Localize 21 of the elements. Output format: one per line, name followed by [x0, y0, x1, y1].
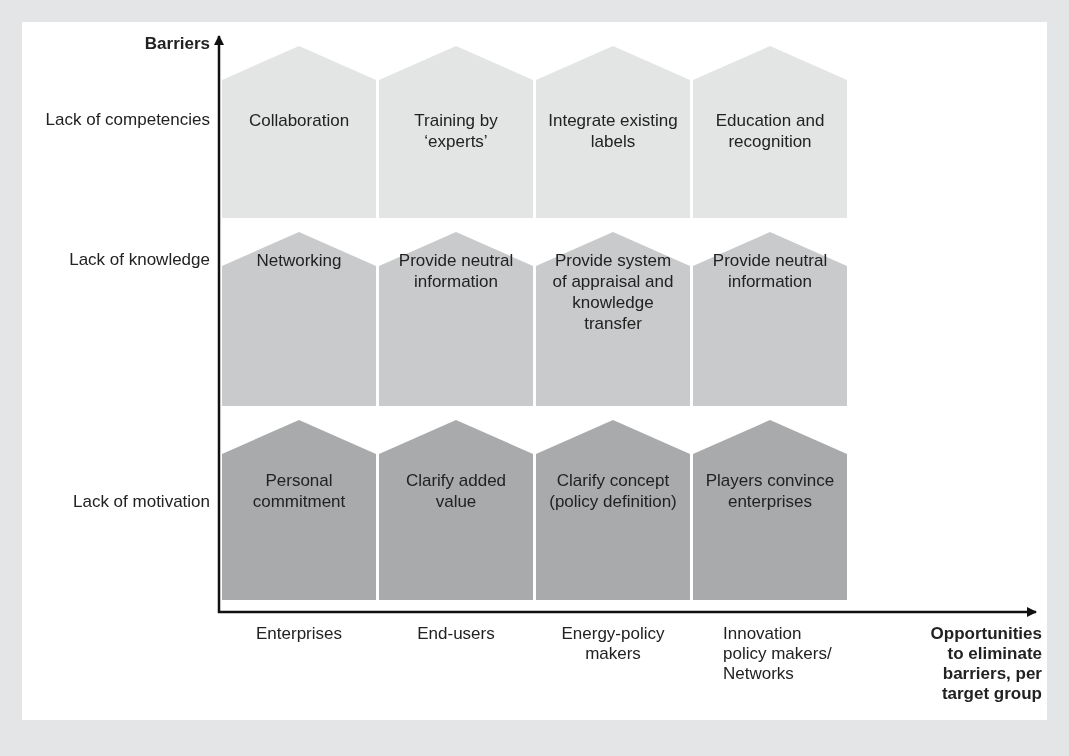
- column-label: End-users: [416, 624, 496, 644]
- box-text: Integrate existing labels: [547, 110, 679, 152]
- box-text: Clarify concept (policy definition): [548, 470, 678, 512]
- axis-title: Barriers: [143, 34, 210, 54]
- column-label: Energy-policy makers: [560, 624, 666, 664]
- column-label: Enterprises: [255, 624, 343, 644]
- axis-title: Opportunities to eliminate barriers, per target group: [929, 624, 1042, 704]
- box-text: Players convince enterprises: [704, 470, 836, 512]
- box-text: Clarify added value: [404, 470, 508, 512]
- row-label: Lack of motivation: [72, 492, 210, 512]
- column-label: Innovation policy makers/ Networks: [723, 624, 833, 684]
- box-text: Networking: [255, 250, 343, 271]
- box-text: Training by ‘experts’: [413, 110, 499, 152]
- box-text: Personal commitment: [251, 470, 347, 512]
- box-text: Education and recognition: [714, 110, 826, 152]
- box-text: Provide system of appraisal and knowledge transfer: [551, 250, 675, 334]
- row-label: Lack of knowledge: [68, 250, 210, 270]
- box-text: Provide neutral information: [397, 250, 515, 292]
- box-text: Provide neutral information: [711, 250, 829, 292]
- row-label: Lack of competencies: [44, 110, 210, 130]
- box-text: Collaboration: [247, 110, 351, 131]
